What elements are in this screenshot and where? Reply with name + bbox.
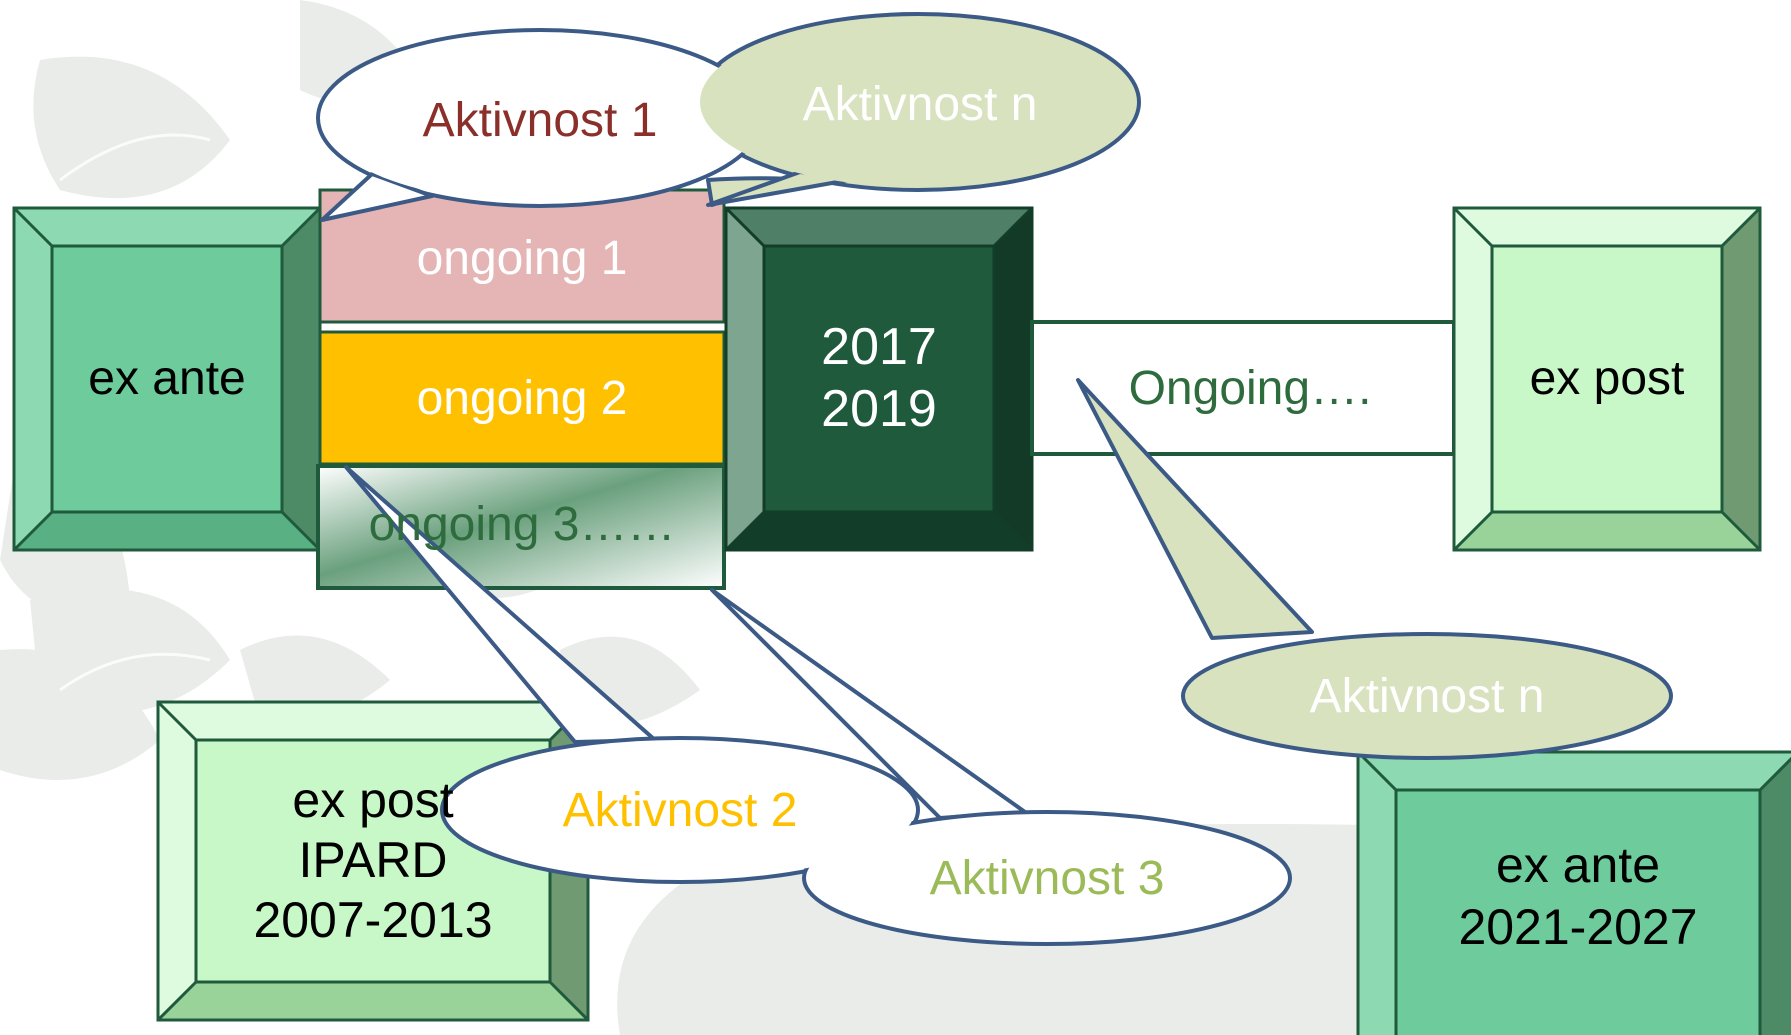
ongoing-1-band — [318, 188, 726, 324]
activity-n-top-label: Aktivnost n — [802, 78, 1038, 131]
period-label: 2017 2019 — [821, 318, 937, 438]
activity-n-bottom-bubble-tail — [1076, 378, 1314, 640]
ongoing-1-label: ongoing 1 — [416, 232, 628, 285]
ongoing-connector-label: Ongoing…. — [1128, 362, 1372, 415]
ongoing-2-band — [318, 330, 726, 466]
ex-post-label: ex post — [1529, 352, 1685, 405]
activity-2-label: Aktivnost 2 — [562, 784, 798, 837]
ongoing-3-label: ongoing 3…… — [368, 498, 676, 551]
ex-ante-next-box — [1356, 750, 1791, 1035]
activity-n-bottom-label: Aktivnost n — [1309, 670, 1545, 723]
activity-1-bubble-tail — [320, 172, 434, 222]
ex-post-box — [1452, 206, 1762, 552]
ongoing-2-label: ongoing 2 — [416, 372, 628, 425]
ongoing-connector-band — [1030, 320, 1456, 456]
period-box — [724, 206, 1034, 552]
ex-ante-label: ex ante — [88, 352, 246, 405]
activity-3-label: Aktivnost 3 — [929, 852, 1165, 905]
ongoing-3-band — [316, 464, 726, 590]
ex-ante-box — [12, 206, 322, 552]
ex-post-ipard-label: ex post IPARD 2007-2013 — [253, 772, 493, 948]
ex-ante-next-label: ex ante 2021-2027 — [1458, 837, 1698, 955]
activity-1-label: Aktivnost 1 — [422, 94, 658, 147]
